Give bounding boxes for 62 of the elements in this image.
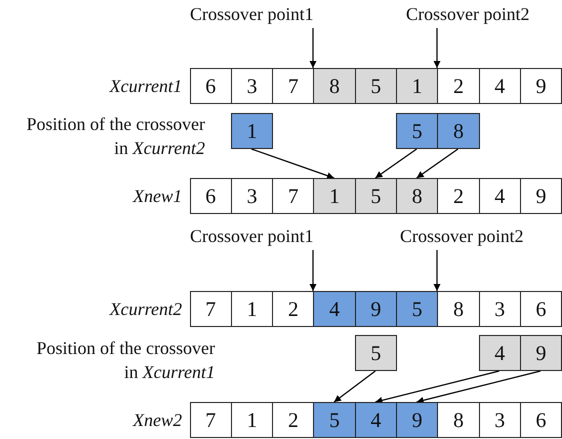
- number-cell: 7: [272, 178, 314, 214]
- arrow: [416, 370, 541, 404]
- number-cell: 4: [313, 291, 356, 327]
- number-cell: 5: [396, 113, 438, 149]
- arrow: [251, 148, 334, 179]
- number-cell: 5: [354, 335, 397, 371]
- number-cell: 4: [354, 402, 397, 438]
- number-cell: 8: [437, 402, 480, 438]
- number-cell: 6: [190, 178, 232, 214]
- arrow: [334, 370, 376, 402]
- number-cell: 7: [190, 402, 232, 438]
- crossover-point-label: Crossover point1: [190, 226, 314, 247]
- number-cell: 9: [396, 402, 438, 438]
- number-cell: 1: [313, 178, 356, 214]
- number-cell: 8: [437, 291, 480, 327]
- row-label: Xnew1: [133, 185, 182, 208]
- row-label: Xnew2: [133, 409, 182, 432]
- crossover-point-label: Crossover point2: [406, 4, 530, 25]
- arrow: [434, 28, 440, 68]
- row-label: Xcurrent1: [110, 75, 182, 98]
- number-cell: 3: [478, 402, 521, 438]
- arrow: [416, 148, 458, 178]
- number-cell: 2: [272, 291, 314, 327]
- number-cell: 3: [230, 178, 274, 214]
- number-cell: 7: [272, 68, 314, 104]
- number-cell: 4: [478, 68, 521, 104]
- number-cell: 3: [230, 68, 274, 104]
- arrow: [310, 250, 316, 291]
- number-cell: 9: [520, 335, 562, 371]
- number-cell: 5: [354, 68, 397, 104]
- number-cell: 6: [520, 291, 562, 327]
- number-cell: 9: [520, 178, 562, 214]
- number-cell: 5: [313, 402, 356, 438]
- number-cell: 8: [437, 113, 480, 149]
- number-cell: 4: [478, 335, 521, 371]
- number-cell: 2: [272, 402, 314, 438]
- number-cell: 6: [190, 68, 232, 104]
- number-cell: 1: [230, 291, 274, 327]
- number-cell: 8: [313, 68, 356, 104]
- number-cell: 2: [437, 178, 480, 214]
- arrow: [375, 370, 500, 404]
- number-cell: 5: [354, 178, 397, 214]
- number-cell: 2: [437, 68, 480, 104]
- number-cell: 9: [354, 291, 397, 327]
- number-cell: 8: [396, 178, 438, 214]
- arrow: [434, 250, 440, 291]
- row-label: Xcurrent2: [110, 298, 182, 321]
- arrow: [310, 28, 316, 68]
- note-text: Position of the crossover in Xcurrent1: [36, 337, 215, 384]
- number-cell: 1: [396, 68, 438, 104]
- note-text: Position of the crossover in Xcurrent2: [26, 113, 205, 160]
- number-cell: 4: [478, 178, 521, 214]
- number-cell: 7: [190, 291, 232, 327]
- number-cell: 1: [230, 402, 274, 438]
- crossover-point-label: Crossover point1: [190, 4, 314, 25]
- crossover-point-label: Crossover point2: [400, 226, 524, 247]
- number-cell: 3: [478, 291, 521, 327]
- number-cell: 5: [396, 291, 438, 327]
- number-cell: 6: [520, 402, 562, 438]
- number-cell: 1: [230, 113, 274, 149]
- number-cell: 9: [520, 68, 562, 104]
- arrow: [375, 148, 417, 178]
